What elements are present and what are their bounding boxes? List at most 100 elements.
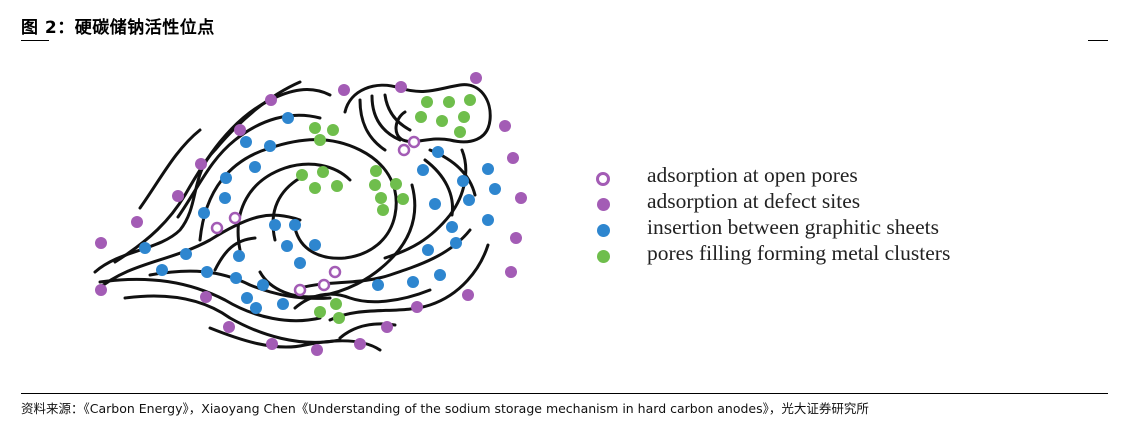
defect-site-dot bbox=[195, 158, 207, 170]
legend-label: adsorption at open pores bbox=[647, 163, 858, 187]
graphitic-sheet bbox=[383, 148, 468, 260]
defect-site-dot bbox=[510, 232, 522, 244]
defect-site-dot bbox=[411, 301, 423, 313]
insertion-dot bbox=[264, 140, 276, 152]
graphitic-sheet bbox=[271, 176, 302, 242]
pore-filling-dot bbox=[377, 204, 389, 216]
insertion-dot bbox=[407, 276, 419, 288]
insertion-dot bbox=[281, 240, 293, 252]
graphitic-sheet bbox=[138, 128, 202, 210]
title-rule-left bbox=[21, 40, 49, 41]
pore-filling-marker-icon bbox=[597, 250, 610, 263]
insertion-dot bbox=[489, 183, 501, 195]
defect-site-dot bbox=[505, 266, 517, 278]
open-pore-ring bbox=[397, 143, 411, 157]
defect-site-dot bbox=[354, 338, 366, 350]
defect-site-dot bbox=[266, 338, 278, 350]
pore-filling-dot bbox=[296, 169, 308, 181]
open-pore-ring bbox=[328, 265, 342, 279]
defect-site-dot bbox=[223, 321, 235, 333]
graphitic-sheet bbox=[383, 93, 412, 132]
defect-site-dot bbox=[381, 321, 393, 333]
insertion-dot bbox=[372, 279, 384, 291]
insertion-markers bbox=[139, 112, 501, 314]
insertion-dot bbox=[250, 302, 262, 314]
insertion-marker-icon bbox=[597, 224, 610, 237]
defect-site-dot bbox=[499, 120, 511, 132]
pore-filling-markers bbox=[296, 94, 476, 324]
insertion-dot bbox=[446, 221, 458, 233]
source-rule bbox=[21, 393, 1108, 394]
pore-filling-dot bbox=[464, 94, 476, 106]
graphitic-sheets bbox=[93, 80, 492, 352]
open-pore-ring bbox=[407, 135, 421, 149]
pore-filling-dot bbox=[331, 180, 343, 192]
graphitic-sheet bbox=[98, 277, 322, 323]
pore-filling-dot bbox=[317, 166, 329, 178]
graphitic-sheet bbox=[198, 138, 398, 260]
insertion-dot bbox=[240, 136, 252, 148]
graphitic-sheet bbox=[113, 88, 332, 264]
insertion-dot bbox=[241, 292, 253, 304]
insertion-dot bbox=[230, 272, 242, 284]
insertion-dot bbox=[198, 207, 210, 219]
graphitic-sheet bbox=[93, 80, 302, 274]
defect-site-dot bbox=[462, 289, 474, 301]
defect-site-dot bbox=[234, 124, 246, 136]
defect-site-dot bbox=[172, 190, 184, 202]
defect-site-marker-icon bbox=[597, 198, 610, 211]
pore-filling-dot bbox=[314, 134, 326, 146]
pore-filling-dot bbox=[397, 193, 409, 205]
open-pore-ring bbox=[293, 283, 307, 297]
graphitic-sheet bbox=[213, 236, 257, 272]
open-pore-markers bbox=[210, 135, 421, 297]
defect-site-dot bbox=[515, 192, 527, 204]
insertion-dot bbox=[220, 172, 232, 184]
pore-filling-dot bbox=[327, 124, 339, 136]
hard-carbon-diagram bbox=[93, 72, 527, 356]
insertion-dot bbox=[249, 161, 261, 173]
insertion-dot bbox=[429, 198, 441, 210]
insertion-dot bbox=[434, 269, 446, 281]
graphitic-sheet bbox=[328, 243, 490, 322]
open-pore-ring bbox=[210, 221, 224, 235]
pore-filling-dot bbox=[454, 126, 466, 138]
insertion-dot bbox=[482, 163, 494, 175]
defect-site-dot bbox=[311, 344, 323, 356]
insertion-dot bbox=[180, 248, 192, 260]
graphitic-sheet bbox=[123, 294, 342, 344]
graphitic-sheet bbox=[208, 326, 382, 352]
pore-filling-dot bbox=[309, 182, 321, 194]
defect-site-dot bbox=[200, 291, 212, 303]
insertion-dot bbox=[482, 214, 494, 226]
defect-site-markers bbox=[95, 72, 527, 356]
open-pore-marker-icon bbox=[596, 172, 610, 186]
defect-site-dot bbox=[395, 81, 407, 93]
defect-site-dot bbox=[95, 237, 107, 249]
insertion-dot bbox=[457, 175, 469, 187]
graphitic-sheet bbox=[423, 158, 455, 217]
pore-filling-dot bbox=[375, 192, 387, 204]
pore-filling-dot bbox=[436, 115, 448, 127]
pore-filling-dot bbox=[458, 111, 470, 123]
insertion-dot bbox=[282, 112, 294, 124]
insertion-dot bbox=[309, 239, 321, 251]
pore-filling-dot bbox=[330, 298, 342, 310]
insertion-dot bbox=[269, 219, 281, 231]
pore-filling-dot bbox=[370, 165, 382, 177]
pore-filling-dot bbox=[369, 179, 381, 191]
insertion-dot bbox=[422, 244, 434, 256]
defect-site-dot bbox=[131, 216, 143, 228]
pore-filling-dot bbox=[309, 122, 321, 134]
insertion-dot bbox=[277, 298, 289, 310]
defect-site-dot bbox=[95, 284, 107, 296]
pore-filling-dot bbox=[333, 312, 345, 324]
legend-label: adsorption at defect sites bbox=[647, 189, 861, 213]
defect-site-dot bbox=[265, 94, 277, 106]
insertion-dot bbox=[139, 242, 151, 254]
insertion-dot bbox=[432, 146, 444, 158]
pore-filling-dot bbox=[415, 111, 427, 123]
legend-label: insertion between graphitic sheets bbox=[647, 215, 939, 239]
defect-site-dot bbox=[470, 72, 482, 84]
title-rule-right bbox=[1088, 40, 1108, 41]
